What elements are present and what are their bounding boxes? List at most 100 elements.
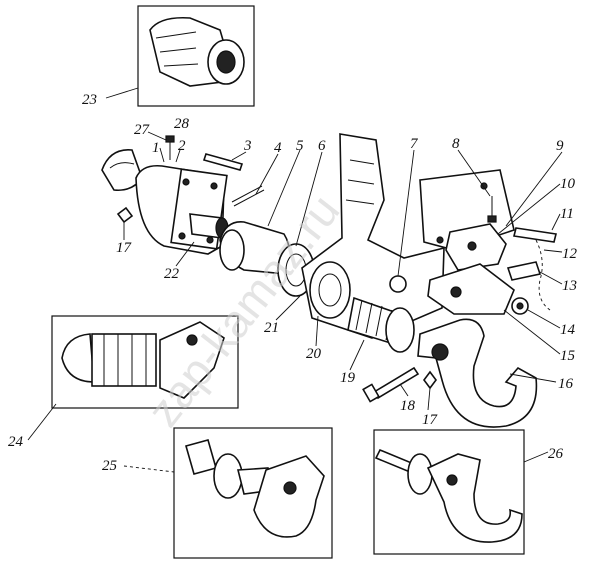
label-7: 7 [410, 136, 419, 152]
label-17-lower: 17 [422, 412, 439, 428]
label-18: 18 [400, 398, 416, 414]
leader-6 [295, 151, 323, 247]
leader-11 [551, 213, 561, 231]
chain-part-12 [535, 239, 551, 311]
leader-12 [543, 249, 563, 253]
leader-9 [505, 151, 563, 227]
label-25: 25 [102, 458, 118, 474]
inset-23-bore [216, 50, 236, 74]
label-15: 15 [560, 348, 576, 364]
nut-part-14-hole [516, 302, 524, 310]
label-4: 4 [274, 140, 282, 156]
inset-25-pivot [283, 481, 297, 495]
leader-25 [123, 465, 175, 473]
inset-25-hook [253, 455, 325, 538]
bolt-part-3 [202, 153, 244, 171]
nut-part-7 [389, 275, 407, 293]
inset-26-pivot [446, 474, 458, 486]
bracket-ribs [345, 159, 375, 205]
leader-1 [159, 147, 165, 163]
leader-10 [497, 183, 561, 235]
leader-21 [275, 295, 301, 321]
flange-bolt-hole-3 [178, 232, 186, 240]
inset-23 [137, 5, 255, 107]
label-13: 13 [562, 278, 577, 294]
label-23: 23 [82, 92, 97, 108]
label-8: 8 [452, 136, 460, 152]
label-16: 16 [558, 376, 574, 392]
leader-4 [255, 153, 279, 195]
leader-20 [315, 315, 319, 347]
leader-2 [175, 149, 181, 163]
inset-23-ribs [155, 31, 199, 67]
bolt-part-18 [372, 366, 420, 400]
leader-23 [105, 87, 139, 99]
inset-25 [173, 427, 333, 559]
label-24: 24 [8, 434, 24, 450]
leader-17-lower [427, 387, 431, 411]
screw-head-8 [487, 215, 497, 223]
latch-hole [467, 241, 477, 251]
label-19: 19 [340, 370, 356, 386]
leader-13 [539, 271, 563, 285]
latch-plate-15 [427, 263, 515, 315]
ring-part-21-inner [318, 273, 342, 307]
leader-8 [457, 149, 491, 197]
bolt-head-18 [362, 383, 380, 403]
leader-7 [397, 149, 415, 277]
flange-bolt-hole-1 [182, 178, 190, 186]
inset-24-housing [91, 333, 157, 387]
ring-part-21 [309, 261, 351, 319]
label-22: 22 [164, 266, 180, 282]
clip-part-17-lower [423, 370, 437, 390]
part-labels: 23 27 28 1 2 3 4 5 6 7 8 9 10 11 12 13 1… [8, 92, 578, 474]
pin-part-11 [513, 227, 557, 243]
label-10: 10 [560, 176, 576, 192]
leader-15 [503, 309, 561, 355]
leader-14 [527, 309, 561, 329]
leader-lines [27, 87, 563, 473]
inset-24-ribs [103, 334, 147, 386]
label-1: 1 [152, 140, 160, 156]
label-20: 20 [306, 346, 322, 362]
bushing-face [219, 229, 245, 271]
inset-25-flange [213, 453, 243, 499]
label-14: 14 [560, 322, 576, 338]
label-3: 3 [243, 138, 252, 154]
inset-26-flange [407, 453, 433, 495]
leader-5 [267, 149, 301, 227]
flange-bolt-hole-2 [210, 182, 218, 190]
inset-24 [51, 315, 239, 409]
leader-3 [231, 151, 247, 161]
leader-24 [27, 403, 57, 441]
label-26: 26 [548, 446, 564, 462]
cap-part-1-highlight [109, 162, 135, 169]
label-2: 2 [178, 138, 186, 154]
inset-24-pivot [186, 334, 198, 346]
flange-bolt-hole-4 [206, 236, 214, 244]
label-6: 6 [318, 138, 326, 154]
clip-part-17-left [116, 206, 134, 224]
label-11: 11 [560, 206, 574, 222]
leader-27 [147, 131, 167, 141]
leader-18 [399, 383, 409, 397]
latch-plate-hole [450, 286, 462, 298]
roller-part-13 [506, 261, 542, 281]
label-17-left: 17 [116, 240, 133, 256]
label-9: 9 [556, 138, 564, 154]
label-12: 12 [562, 246, 578, 262]
spring-coils [355, 299, 393, 341]
inset-24-hook [159, 321, 225, 399]
label-28: 28 [174, 116, 190, 132]
label-21: 21 [264, 320, 279, 336]
leader-16 [509, 373, 557, 383]
main-assembly [101, 133, 557, 428]
hook-pivot [431, 343, 449, 361]
leader-26 [523, 451, 549, 463]
label-27: 27 [134, 122, 151, 138]
inset-26 [373, 429, 525, 555]
hook-part-16 [417, 318, 538, 428]
side-plate-hole-2 [436, 236, 444, 244]
